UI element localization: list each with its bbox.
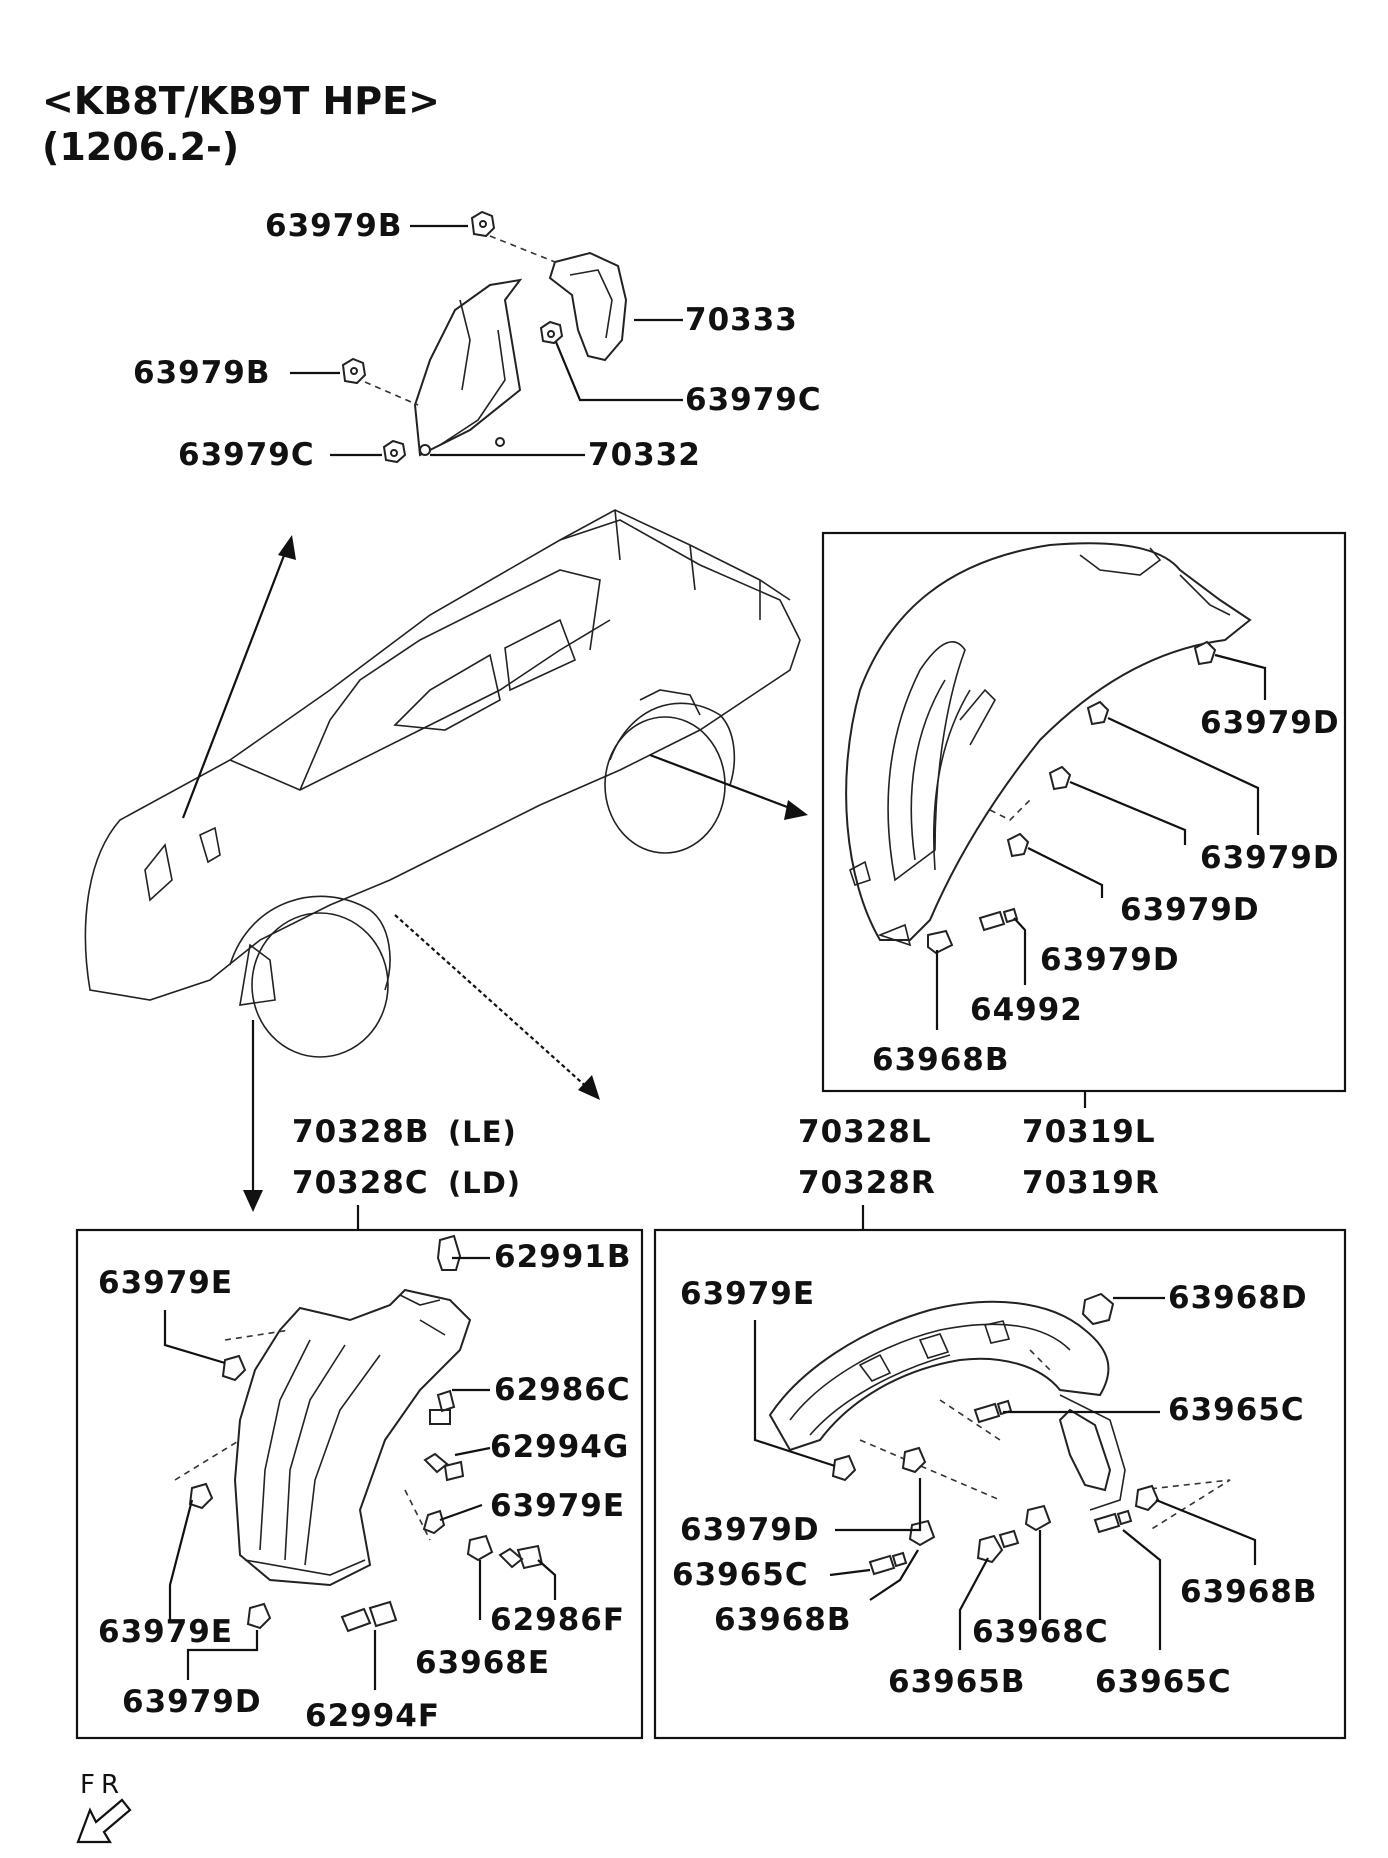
front-fender-liner-left xyxy=(233,1288,472,1587)
clip-icon xyxy=(382,439,407,464)
part-label: 63968B xyxy=(714,1602,851,1638)
front-right-liner-box: 63979E 63968D 63965C 63979D 63965C 63968… xyxy=(653,1228,1347,1740)
front-fender-liner-right xyxy=(768,1300,1110,1452)
part-label: 63968C xyxy=(972,1614,1109,1650)
part-label: 63979E xyxy=(98,1265,233,1301)
clip-icon xyxy=(246,1602,272,1630)
part-label: 64992 xyxy=(970,992,1083,1028)
rear-fender-liner xyxy=(845,542,1252,941)
front-left-caption: 70328B (LE) 70328C (LD) xyxy=(292,1114,521,1201)
clip-icon xyxy=(422,1509,446,1535)
part-label: 63979C xyxy=(178,437,315,473)
mudguard-flap-70332 xyxy=(413,278,523,457)
part-label: 62994F xyxy=(305,1698,440,1734)
clip-icon xyxy=(1006,832,1030,858)
part-label: 63979E xyxy=(680,1276,815,1312)
bolt-icon xyxy=(976,1529,1020,1564)
detail-box xyxy=(75,1228,644,1740)
part-label: 62986C xyxy=(494,1372,631,1408)
pickup-truck-outline xyxy=(84,509,801,1058)
screw-icon xyxy=(868,1551,908,1576)
part-label: 63979E xyxy=(98,1614,233,1650)
nut-icon xyxy=(927,929,954,955)
part-label: 63979B xyxy=(265,208,402,244)
part-label: 63979B xyxy=(133,355,270,391)
part-label: 62986F xyxy=(490,1602,625,1638)
screw-icon xyxy=(978,907,1019,932)
part-label: 63979E xyxy=(490,1488,625,1524)
front-direction-arrow-icon xyxy=(76,1798,132,1844)
mudguard-flap-70333 xyxy=(548,251,628,362)
part-label: 63965B xyxy=(888,1664,1025,1700)
variant-suffix: (LD) xyxy=(448,1166,521,1200)
front-right-caption: 70328L xyxy=(798,1114,932,1150)
part-label: 63979D xyxy=(1200,840,1340,876)
part-label: 63979D xyxy=(680,1512,820,1548)
top-mudguard-group: 63979B 63979B 63979C 70333 63979C 70332 xyxy=(133,208,822,473)
rear-liner-box: 63979D 63979D 63979D 63979D 64992 63968B xyxy=(821,531,1347,1093)
nut-icon xyxy=(1024,1504,1052,1532)
part-label: 70328B xyxy=(292,1114,429,1150)
bolt-icon xyxy=(340,1600,398,1633)
date-range-heading: (1206.2-) xyxy=(42,125,239,169)
model-heading: <KB8T/KB9T HPE> xyxy=(42,79,440,123)
reference-arrows xyxy=(181,535,808,1212)
part-label: 63979D xyxy=(1200,705,1340,741)
rear-liner-caption: 70319L xyxy=(1022,1114,1156,1150)
part-label: 70333 xyxy=(685,302,798,338)
clip-icon xyxy=(1193,640,1217,666)
clip-icon xyxy=(901,1446,927,1474)
part-label: 70328C xyxy=(292,1165,429,1201)
clip-icon xyxy=(436,1234,462,1271)
clip-icon xyxy=(831,1454,857,1482)
orientation-label: FR xyxy=(80,1770,125,1800)
clip-icon xyxy=(188,1482,214,1510)
part-label: 63979D xyxy=(1040,942,1180,978)
clip-icon xyxy=(1086,700,1110,726)
nut-icon xyxy=(908,1519,936,1547)
detail-box xyxy=(653,1228,1347,1740)
part-label: 62994G xyxy=(490,1429,629,1465)
variant-suffix: (LE) xyxy=(448,1115,517,1149)
clip-icon xyxy=(1134,1484,1160,1512)
screw-icon xyxy=(1093,1509,1133,1534)
part-label: 63968B xyxy=(1180,1574,1317,1610)
part-label: 62991B xyxy=(494,1239,631,1275)
front-right-caption: 70328R xyxy=(798,1165,936,1201)
front-orientation-marker: FR xyxy=(76,1770,132,1844)
part-label: 63979D xyxy=(1120,892,1260,928)
part-label: 63965C xyxy=(672,1557,809,1593)
clip-icon xyxy=(470,210,496,238)
part-label: 63979C xyxy=(685,382,822,418)
part-label: 63965C xyxy=(1095,1664,1232,1700)
nut-icon xyxy=(466,1534,494,1562)
screw-icon xyxy=(429,1389,456,1425)
part-label: 63965C xyxy=(1168,1392,1305,1428)
part-label: 63979D xyxy=(122,1684,262,1720)
part-label: 63968B xyxy=(872,1042,1009,1078)
clip-icon xyxy=(1048,765,1072,791)
clip-icon xyxy=(341,357,367,385)
bolt-icon xyxy=(423,1452,465,1482)
nut-icon xyxy=(1081,1292,1115,1326)
part-label: 63968D xyxy=(1168,1280,1308,1316)
part-label: 63968E xyxy=(415,1645,550,1681)
clip-icon xyxy=(539,320,564,345)
bolt-icon xyxy=(498,1544,544,1570)
front-left-liner-box: 63979E 62991B 62986C 62994G 63979E 63979… xyxy=(75,1228,644,1740)
rear-liner-caption: 70319R xyxy=(1022,1165,1160,1201)
clip-icon xyxy=(221,1354,247,1382)
part-label: 70332 xyxy=(588,437,701,473)
